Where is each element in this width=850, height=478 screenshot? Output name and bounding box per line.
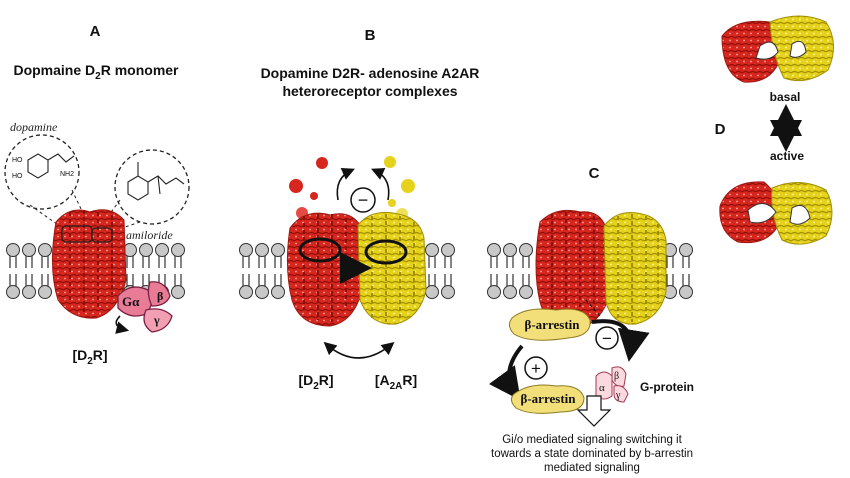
a2ar-receptor-label-b: [A2AR] <box>375 372 417 392</box>
panel-d: basal D active <box>715 15 834 245</box>
membrane-left-a <box>5 242 53 300</box>
beta-arrestin-top-label: β-arrestin <box>525 317 581 332</box>
panel-b: B Dopamine D2R- adenosine A2AR heterorec… <box>238 27 480 392</box>
panel-d-letter: D <box>715 121 726 138</box>
caption-line-3: mediated signaling <box>544 462 640 474</box>
g-beta-label-a: β <box>157 289 163 303</box>
panel-a: A Dopmaine D2R monomer HO HO NH2 dopamin… <box>4 23 190 367</box>
plus-sign-c: + <box>531 359 541 378</box>
caption-line-2: towards a state dominated by b-arrestin <box>491 448 693 460</box>
minus-sign-c: − <box>602 329 612 348</box>
g-protein-label: G-protein <box>640 380 694 394</box>
g-protein-c: α β γ <box>595 366 629 403</box>
panel-b-title-line1: Dopamine D2R- adenosine A2AR <box>261 65 480 81</box>
panel-b-letter: B <box>365 27 376 44</box>
structure-basal <box>721 15 834 83</box>
g-beta-label-c: β <box>614 371 619 382</box>
allosteric-inhibition-symbol: − <box>336 168 390 213</box>
g-alpha-label-c: α <box>599 382 605 394</box>
g-gamma-label-c: γ <box>615 390 621 401</box>
minus-sign-b: − <box>358 190 369 210</box>
d2r-receptor-label-a: [D2R] <box>72 347 107 367</box>
chem-ho-1: HO <box>12 157 23 164</box>
g-gamma-label-a: γ <box>153 313 160 327</box>
chem-nh2: NH2 <box>60 171 74 178</box>
d2r-receptor-label-b: [D2R] <box>298 372 333 392</box>
interaction-arrow-b <box>323 341 395 359</box>
panel-a-letter: A <box>90 23 101 40</box>
dopamine-label: dopamine <box>10 120 58 134</box>
beta-arrestin-bottom: β-arrestin <box>510 384 585 414</box>
dopamine-structure-bubble: HO HO NH2 <box>4 134 80 210</box>
a2ar-receptor-b <box>357 211 427 325</box>
basal-label: basal <box>770 90 801 104</box>
a2ar-receptor-c <box>603 212 667 325</box>
g-alpha-label-a: Gα <box>122 294 140 309</box>
panel-c: C β-arrestin − + β <box>486 165 694 474</box>
caption-line-1: Gi/o mediated signaling switching it <box>502 434 682 446</box>
amiloride-structure-bubble <box>114 149 190 225</box>
result-arrow <box>576 395 612 427</box>
panel-a-title: Dopmaine D2R monomer <box>13 62 179 82</box>
membrane-left-c <box>486 242 534 300</box>
g-protein-a: Gα β γ <box>115 281 173 334</box>
panel-b-title-line2: heteroreceptor complexes <box>282 83 457 99</box>
beta-arrestin-bottom-label: β-arrestin <box>521 391 577 406</box>
structure-active <box>719 181 833 245</box>
d2r-receptor-a <box>51 209 127 319</box>
ligand-spheres <box>289 156 415 220</box>
membrane-left-b <box>238 242 286 300</box>
membrane-right-b <box>424 242 456 300</box>
chem-ho-2: HO <box>12 173 23 180</box>
beta-arrestin-top: β-arrestin <box>508 308 591 341</box>
active-label: active <box>770 149 804 163</box>
membrane-right-c <box>662 242 694 300</box>
panel-c-letter: C <box>589 165 600 182</box>
amiloride-label: amiloride <box>126 228 173 242</box>
